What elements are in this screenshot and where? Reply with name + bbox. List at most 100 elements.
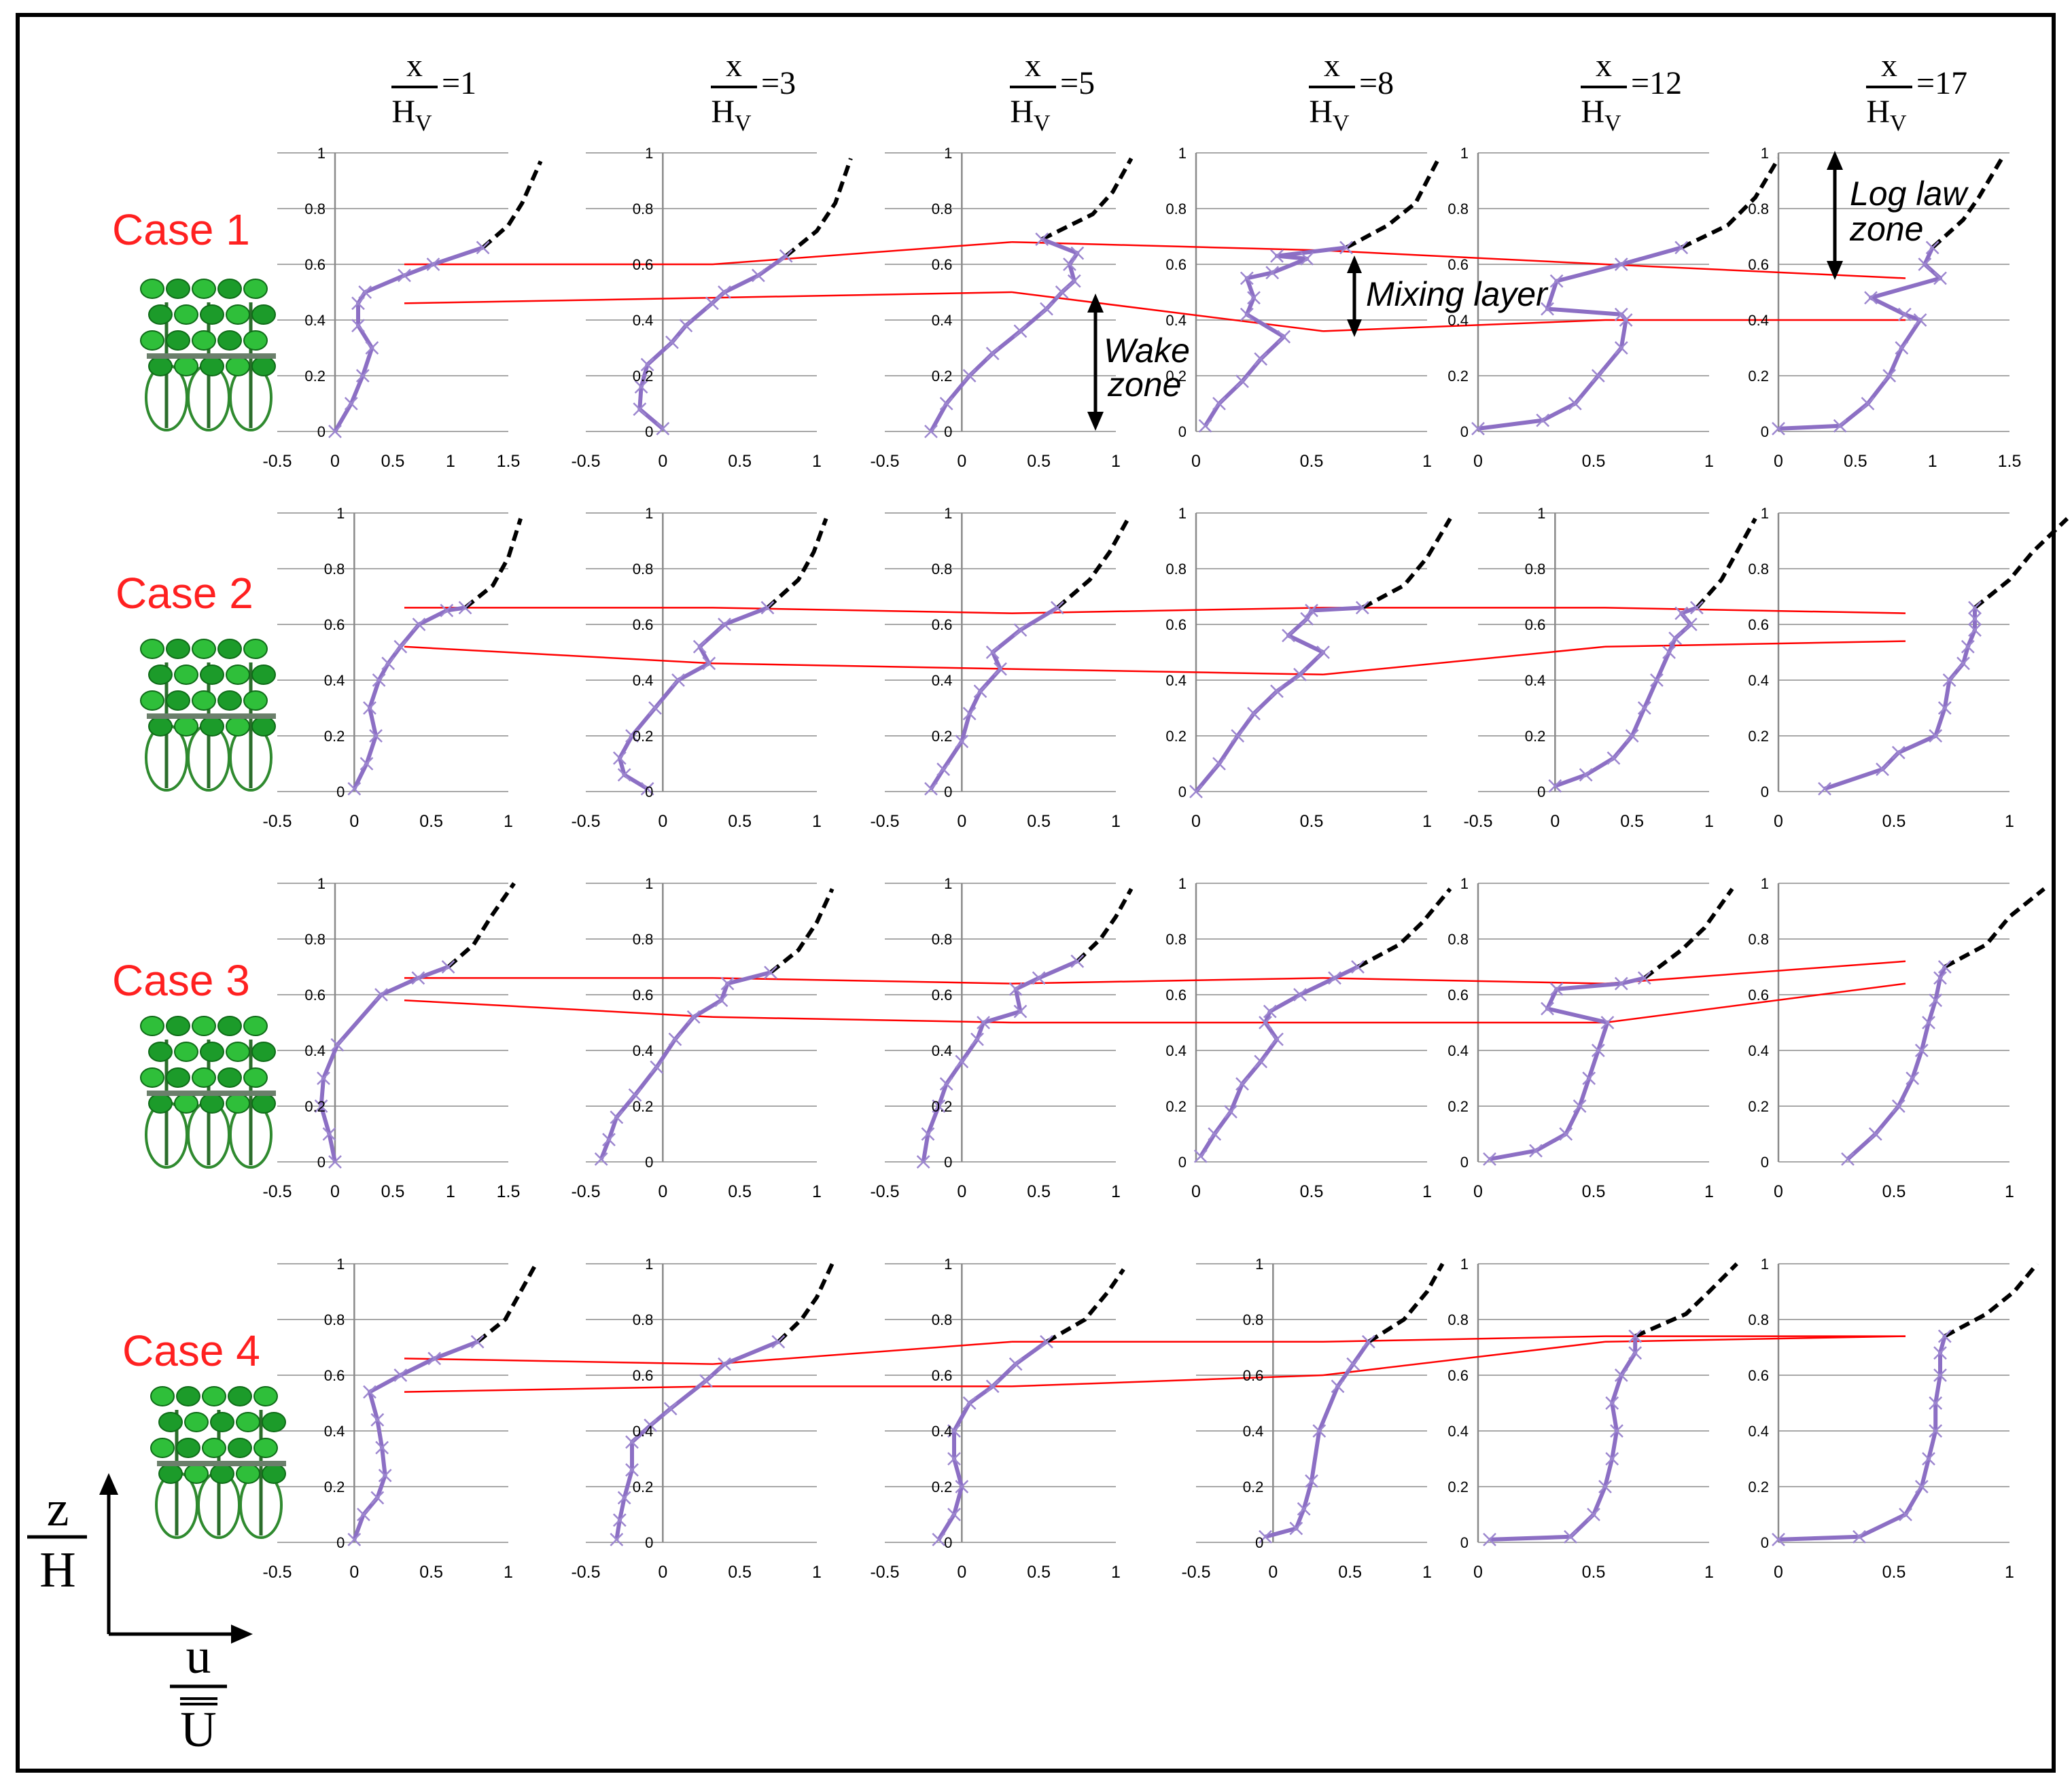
data-point — [924, 782, 938, 796]
marker-stroke — [764, 966, 777, 980]
y-tick-label: 0 — [1255, 1534, 1263, 1551]
plant-leaf — [176, 1386, 200, 1406]
plant-leaf — [200, 1042, 224, 1062]
y-tick-label: 0.2 — [304, 1098, 326, 1115]
data-point — [357, 1508, 370, 1521]
marker-stroke — [1914, 1044, 1929, 1057]
data-point — [1568, 397, 1582, 410]
marker-stroke — [610, 1533, 624, 1546]
data-point — [1933, 971, 1947, 985]
plant-leaf — [166, 639, 190, 659]
marker-stroke — [1899, 1508, 1912, 1521]
x-tick-label: -0.5 — [262, 452, 292, 471]
log-law-profile — [1356, 887, 1452, 969]
x-tick-label: 0.5 — [419, 812, 443, 831]
boundary-line-case1 — [404, 296, 714, 304]
data-point — [644, 1418, 658, 1432]
boundary-line-case2 — [1011, 607, 1324, 614]
y-tick-label: 0.6 — [932, 987, 953, 1004]
x-tick-label: 1 — [812, 1182, 822, 1201]
y-tick-label: 0.6 — [304, 256, 326, 273]
boundary-line-case3 — [1604, 982, 1906, 1024]
data-point — [1193, 1149, 1208, 1163]
data-point — [916, 1155, 930, 1169]
marker-stroke — [962, 707, 977, 721]
y-tick-label: 0 — [944, 423, 952, 440]
vegetation-icon — [140, 1016, 276, 1169]
y-tick-label: 0.6 — [1748, 987, 1769, 1004]
data-point — [398, 268, 411, 283]
marker-stroke — [1013, 623, 1028, 637]
header-denominator: HV — [1581, 94, 1621, 136]
plant-leaf — [251, 716, 276, 737]
header-value: =8 — [1359, 65, 1394, 101]
y-tick-label: 0.6 — [1165, 256, 1187, 273]
data-point — [705, 296, 719, 311]
plant-leaf — [226, 716, 250, 737]
y-tick-label: 0.4 — [1748, 1042, 1769, 1059]
marker-stroke — [625, 729, 639, 743]
x-tick-label: 1 — [1111, 1563, 1121, 1582]
marker-stroke — [1937, 701, 1952, 715]
x-tick-label: 0 — [1268, 1563, 1278, 1582]
marker-stroke — [476, 241, 490, 255]
data-point — [612, 1513, 627, 1527]
plant-leaf — [226, 304, 250, 325]
marker-stroke — [947, 1452, 961, 1466]
marker-stroke — [1897, 307, 1912, 321]
y-tick-label: 0.6 — [1165, 616, 1187, 633]
plant-leaf — [148, 1042, 173, 1062]
marker-stroke — [1224, 1105, 1237, 1119]
data-point — [602, 1133, 616, 1147]
marker-stroke — [1864, 291, 1878, 305]
y-tick-label: 1 — [1178, 875, 1187, 892]
data-point — [1922, 1016, 1935, 1029]
data-point — [985, 645, 1000, 659]
data-point — [458, 601, 472, 615]
marker-stroke — [1614, 976, 1628, 991]
y-tick-label: 1 — [944, 1256, 952, 1273]
marker-stroke — [1208, 1127, 1222, 1141]
y-tick-label: 0.4 — [324, 672, 345, 689]
y-tick-label: 0.8 — [932, 931, 953, 948]
y-tick-label: 0.6 — [633, 616, 654, 633]
plant-leaf — [253, 1386, 278, 1406]
x-tick-label: 0.5 — [728, 1182, 752, 1201]
panel-r2-c5 — [1478, 512, 1709, 792]
y-tick-label: 0.4 — [1748, 312, 1769, 329]
data-point — [427, 1351, 442, 1366]
marker-stroke — [612, 751, 627, 765]
plant-leaf — [217, 690, 242, 711]
panel-r2-c4 — [1195, 512, 1427, 792]
marker-stroke — [1662, 645, 1676, 659]
data-point — [1605, 1452, 1619, 1466]
panel-r2-c1 — [277, 512, 508, 792]
y-tick-label: 0.8 — [1748, 200, 1769, 217]
marker-stroke — [1674, 241, 1689, 255]
marker-stroke — [939, 397, 953, 410]
data-point — [363, 701, 376, 715]
x-tick-label: 0.5 — [1027, 1182, 1051, 1201]
y-tick-label: 0 — [1178, 1154, 1187, 1171]
x-tick-label: 1 — [1928, 452, 1937, 471]
data-point — [714, 993, 728, 1008]
plant-leaf — [251, 356, 276, 376]
data-point — [1471, 422, 1485, 436]
y-tick-label: 0 — [336, 783, 345, 800]
y-tick-label: 0.4 — [1447, 312, 1469, 329]
y-tick-label: 0.8 — [633, 200, 654, 217]
marker-stroke — [617, 768, 631, 782]
data-point — [1841, 1152, 1855, 1166]
data-point — [440, 603, 454, 618]
plant-leaf — [140, 639, 164, 659]
plant-leaf — [202, 1438, 226, 1458]
data-point — [1937, 701, 1952, 715]
log-law-profile — [446, 882, 516, 969]
y-tick-label: 0.4 — [1748, 672, 1769, 689]
marker-stroke — [656, 422, 670, 436]
data-point — [1259, 1016, 1272, 1029]
data-point — [1270, 249, 1284, 263]
data-point — [1579, 768, 1593, 782]
log-law-profile — [1361, 517, 1452, 610]
data-point — [1606, 751, 1621, 765]
